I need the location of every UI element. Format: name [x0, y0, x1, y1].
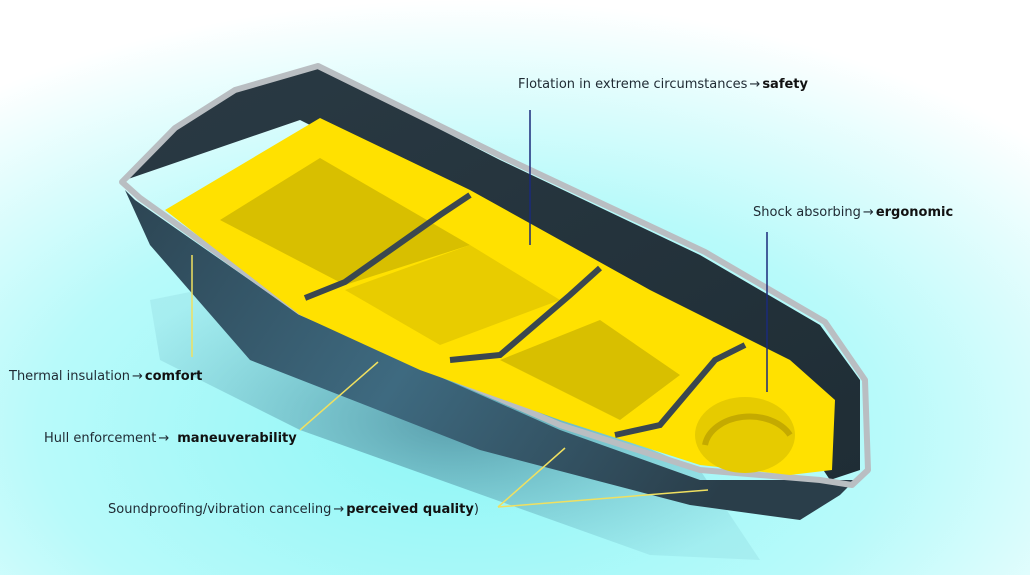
round-hatch — [695, 397, 795, 473]
leader-sound-b — [497, 489, 709, 508]
foam-recess-mid — [345, 245, 560, 345]
rib-2 — [449, 265, 603, 363]
arrow-icon: → — [158, 431, 170, 446]
label-sound-suffix: ) — [473, 502, 479, 517]
hull-inner-wall — [125, 68, 860, 480]
arrow-icon: → — [333, 502, 345, 517]
label-thermal: Thermal insulation→comfort — [9, 369, 202, 385]
round-hatch-rim — [702, 413, 793, 446]
rib-3 — [614, 342, 747, 438]
label-thermal-benefit: comfort — [144, 369, 203, 384]
hull-side — [125, 190, 855, 520]
label-shock-text: Shock absorbing — [753, 205, 861, 220]
label-flotation-text: Flotation in extreme circumstances — [518, 77, 748, 92]
arrow-icon: → — [132, 369, 143, 384]
label-sound: Soundproofing/vibration canceling→percei… — [108, 502, 479, 518]
arrow-icon: → — [749, 77, 761, 92]
foam-recess-front — [220, 158, 470, 285]
leader-sound-a — [497, 447, 566, 508]
label-flotation-benefit: safety — [762, 77, 808, 92]
label-hull-text: Hull enforcement — [44, 431, 157, 446]
leader-hull — [299, 361, 379, 431]
label-shock: Shock absorbing→ergonomic — [753, 205, 953, 221]
rib-1 — [303, 192, 472, 301]
label-flotation: Flotation in extreme circumstances→safet… — [518, 77, 808, 93]
label-hull-benefit: maneuverability — [177, 431, 297, 446]
label-hull: Hull enforcement→ maneuverability — [44, 431, 297, 447]
label-sound-text: Soundproofing/vibration canceling — [108, 502, 332, 517]
label-thermal-text: Thermal insulation — [9, 369, 131, 384]
arrow-icon: → — [862, 205, 874, 220]
label-shock-benefit: ergonomic — [875, 205, 954, 220]
label-sound-benefit: perceived quality — [346, 502, 474, 517]
foam-recess-back — [500, 320, 680, 420]
